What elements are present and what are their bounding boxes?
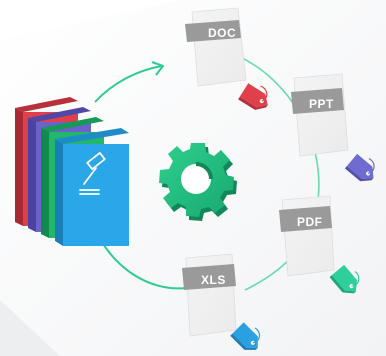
ppt-label: PPT — [309, 97, 334, 111]
xls-label: XLS — [201, 273, 226, 287]
source-book-stack — [15, 97, 129, 246]
gavel-icon — [79, 152, 106, 195]
document-pdf: PDF — [279, 195, 360, 294]
tag-icon — [238, 83, 268, 110]
book-blue — [63, 144, 129, 246]
pdf-label-bg — [279, 206, 332, 232]
tag-icon — [230, 322, 261, 350]
doc-label: DOC — [208, 26, 236, 40]
document-doc: DOC — [185, 7, 268, 110]
background-shadow — [0, 300, 60, 356]
pdf-label: PDF — [297, 215, 323, 229]
ppt-label-bg — [291, 88, 344, 114]
gear-icon — [159, 143, 237, 221]
tag-icon — [344, 153, 375, 182]
arrowhead — [151, 61, 164, 76]
doc-label-bg — [185, 20, 241, 42]
document-ppt: PPT — [291, 73, 375, 182]
arrow-arc-top — [94, 65, 163, 103]
xls-label-bg — [182, 264, 236, 290]
tag-icon — [329, 264, 360, 294]
document-xls: XLS — [182, 253, 261, 350]
